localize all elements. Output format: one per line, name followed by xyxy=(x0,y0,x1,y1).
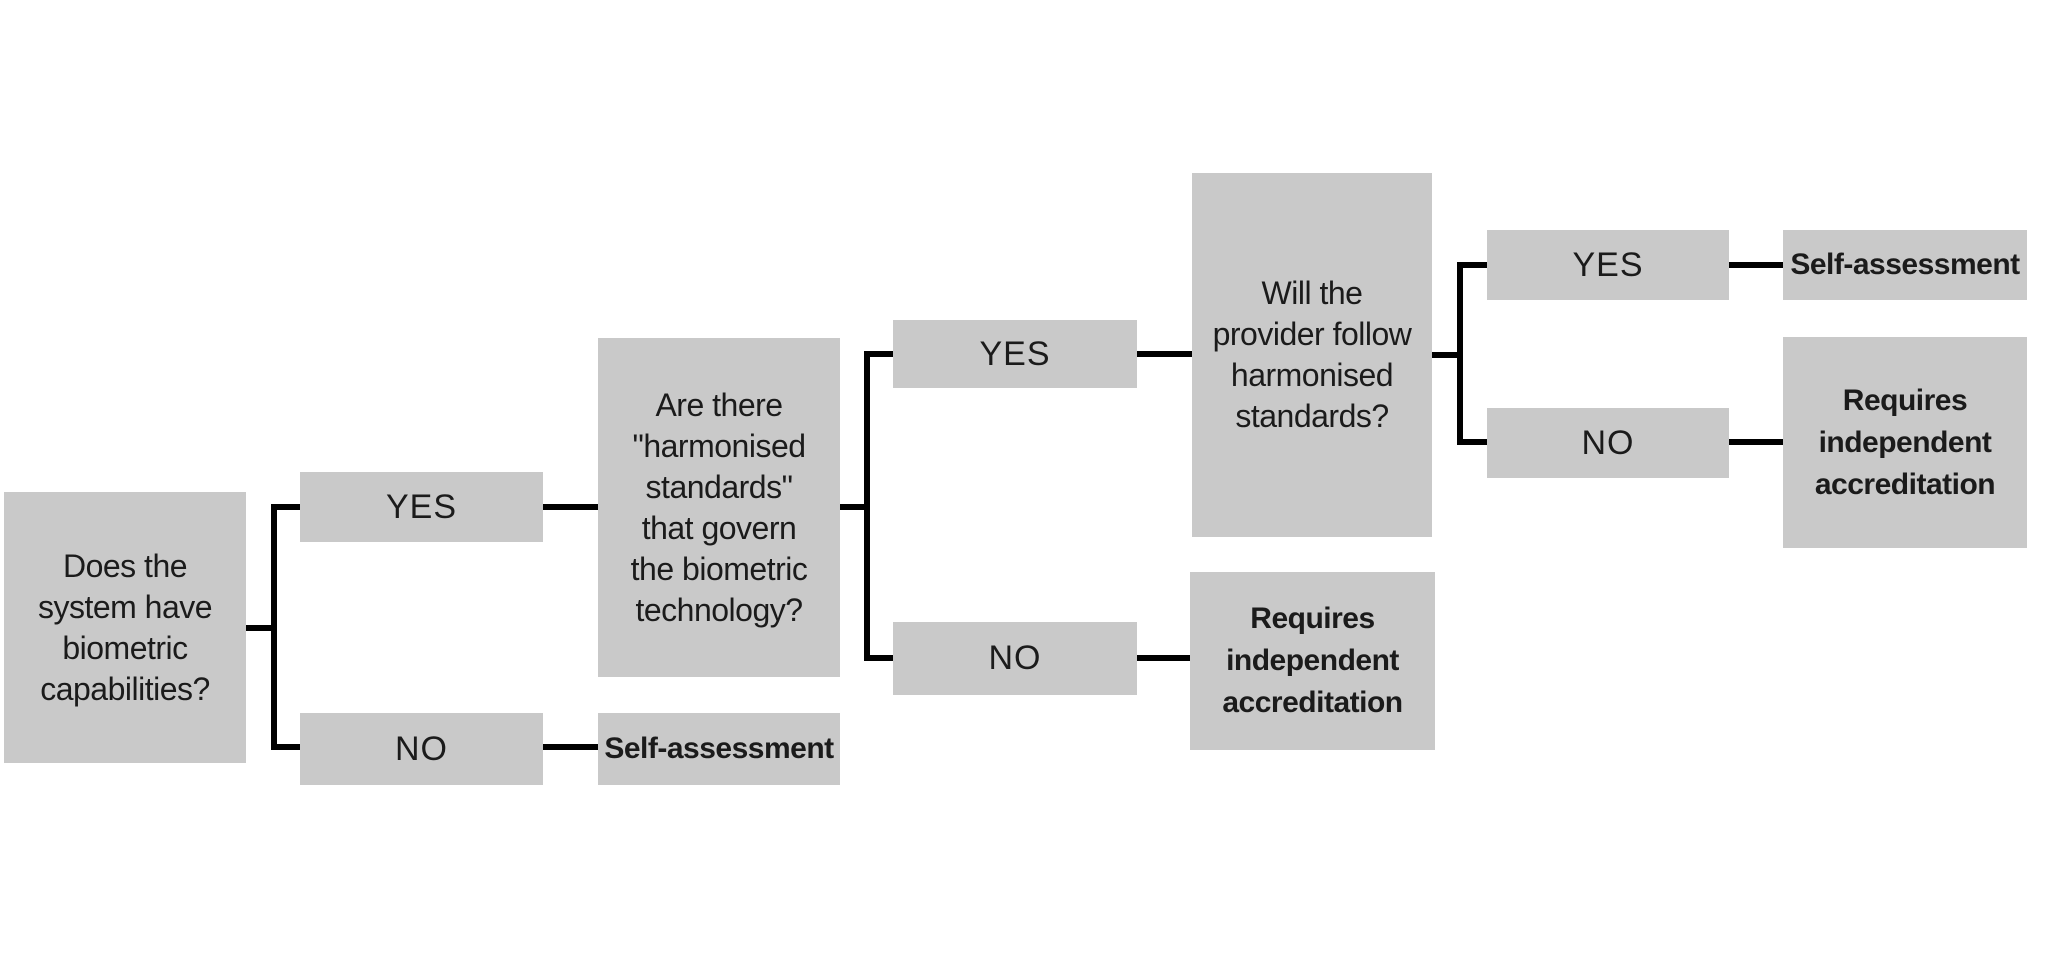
question-box-provider-follow-standards: Will the provider follow harmonised stan… xyxy=(1192,173,1432,537)
answer-box-q3-no: NO xyxy=(1487,408,1729,478)
connector-no1-to-outcome xyxy=(543,744,598,750)
connector-q1-yes-branch xyxy=(277,504,300,510)
answer-box-q1-yes: YES xyxy=(300,472,543,542)
connector-q2-stub xyxy=(840,504,864,510)
outcome-box-requires-accreditation-1: Requires independent accreditation xyxy=(1190,572,1435,750)
answer-box-q2-no: NO xyxy=(893,622,1137,695)
connector-q3-vertical xyxy=(1457,262,1463,445)
connector-q2-vertical xyxy=(864,351,870,661)
question-box-harmonised-standards-exist: Are there "harmonised standards" that go… xyxy=(598,338,840,677)
answer-box-q2-yes: YES xyxy=(893,320,1137,388)
connector-q2-no-branch xyxy=(870,655,893,661)
connector-q1-no-branch xyxy=(277,744,300,750)
connector-q3-yes-branch xyxy=(1463,262,1487,268)
connector-q1-stub xyxy=(246,625,274,631)
connector-no3-to-outcome xyxy=(1729,439,1783,445)
outcome-box-requires-accreditation-2: Requires independent accreditation xyxy=(1783,337,2027,548)
connector-no2-to-outcome xyxy=(1137,655,1190,661)
answer-box-q3-yes: YES xyxy=(1487,230,1729,300)
outcome-box-self-assessment-1: Self-assessment xyxy=(598,713,840,785)
connector-q2-yes-branch xyxy=(870,351,893,357)
connector-q3-stub xyxy=(1432,352,1457,358)
connector-yes3-to-outcome xyxy=(1729,262,1783,268)
connector-q3-no-branch xyxy=(1463,439,1487,445)
question-box-biometric-capabilities: Does the system have biometric capabilit… xyxy=(4,492,246,763)
answer-box-q1-no: NO xyxy=(300,713,543,785)
connector-yes1-to-q2 xyxy=(543,504,598,510)
connector-yes2-to-q3 xyxy=(1137,351,1192,357)
outcome-box-self-assessment-2: Self-assessment xyxy=(1783,230,2027,300)
connector-q1-vertical xyxy=(271,504,277,750)
